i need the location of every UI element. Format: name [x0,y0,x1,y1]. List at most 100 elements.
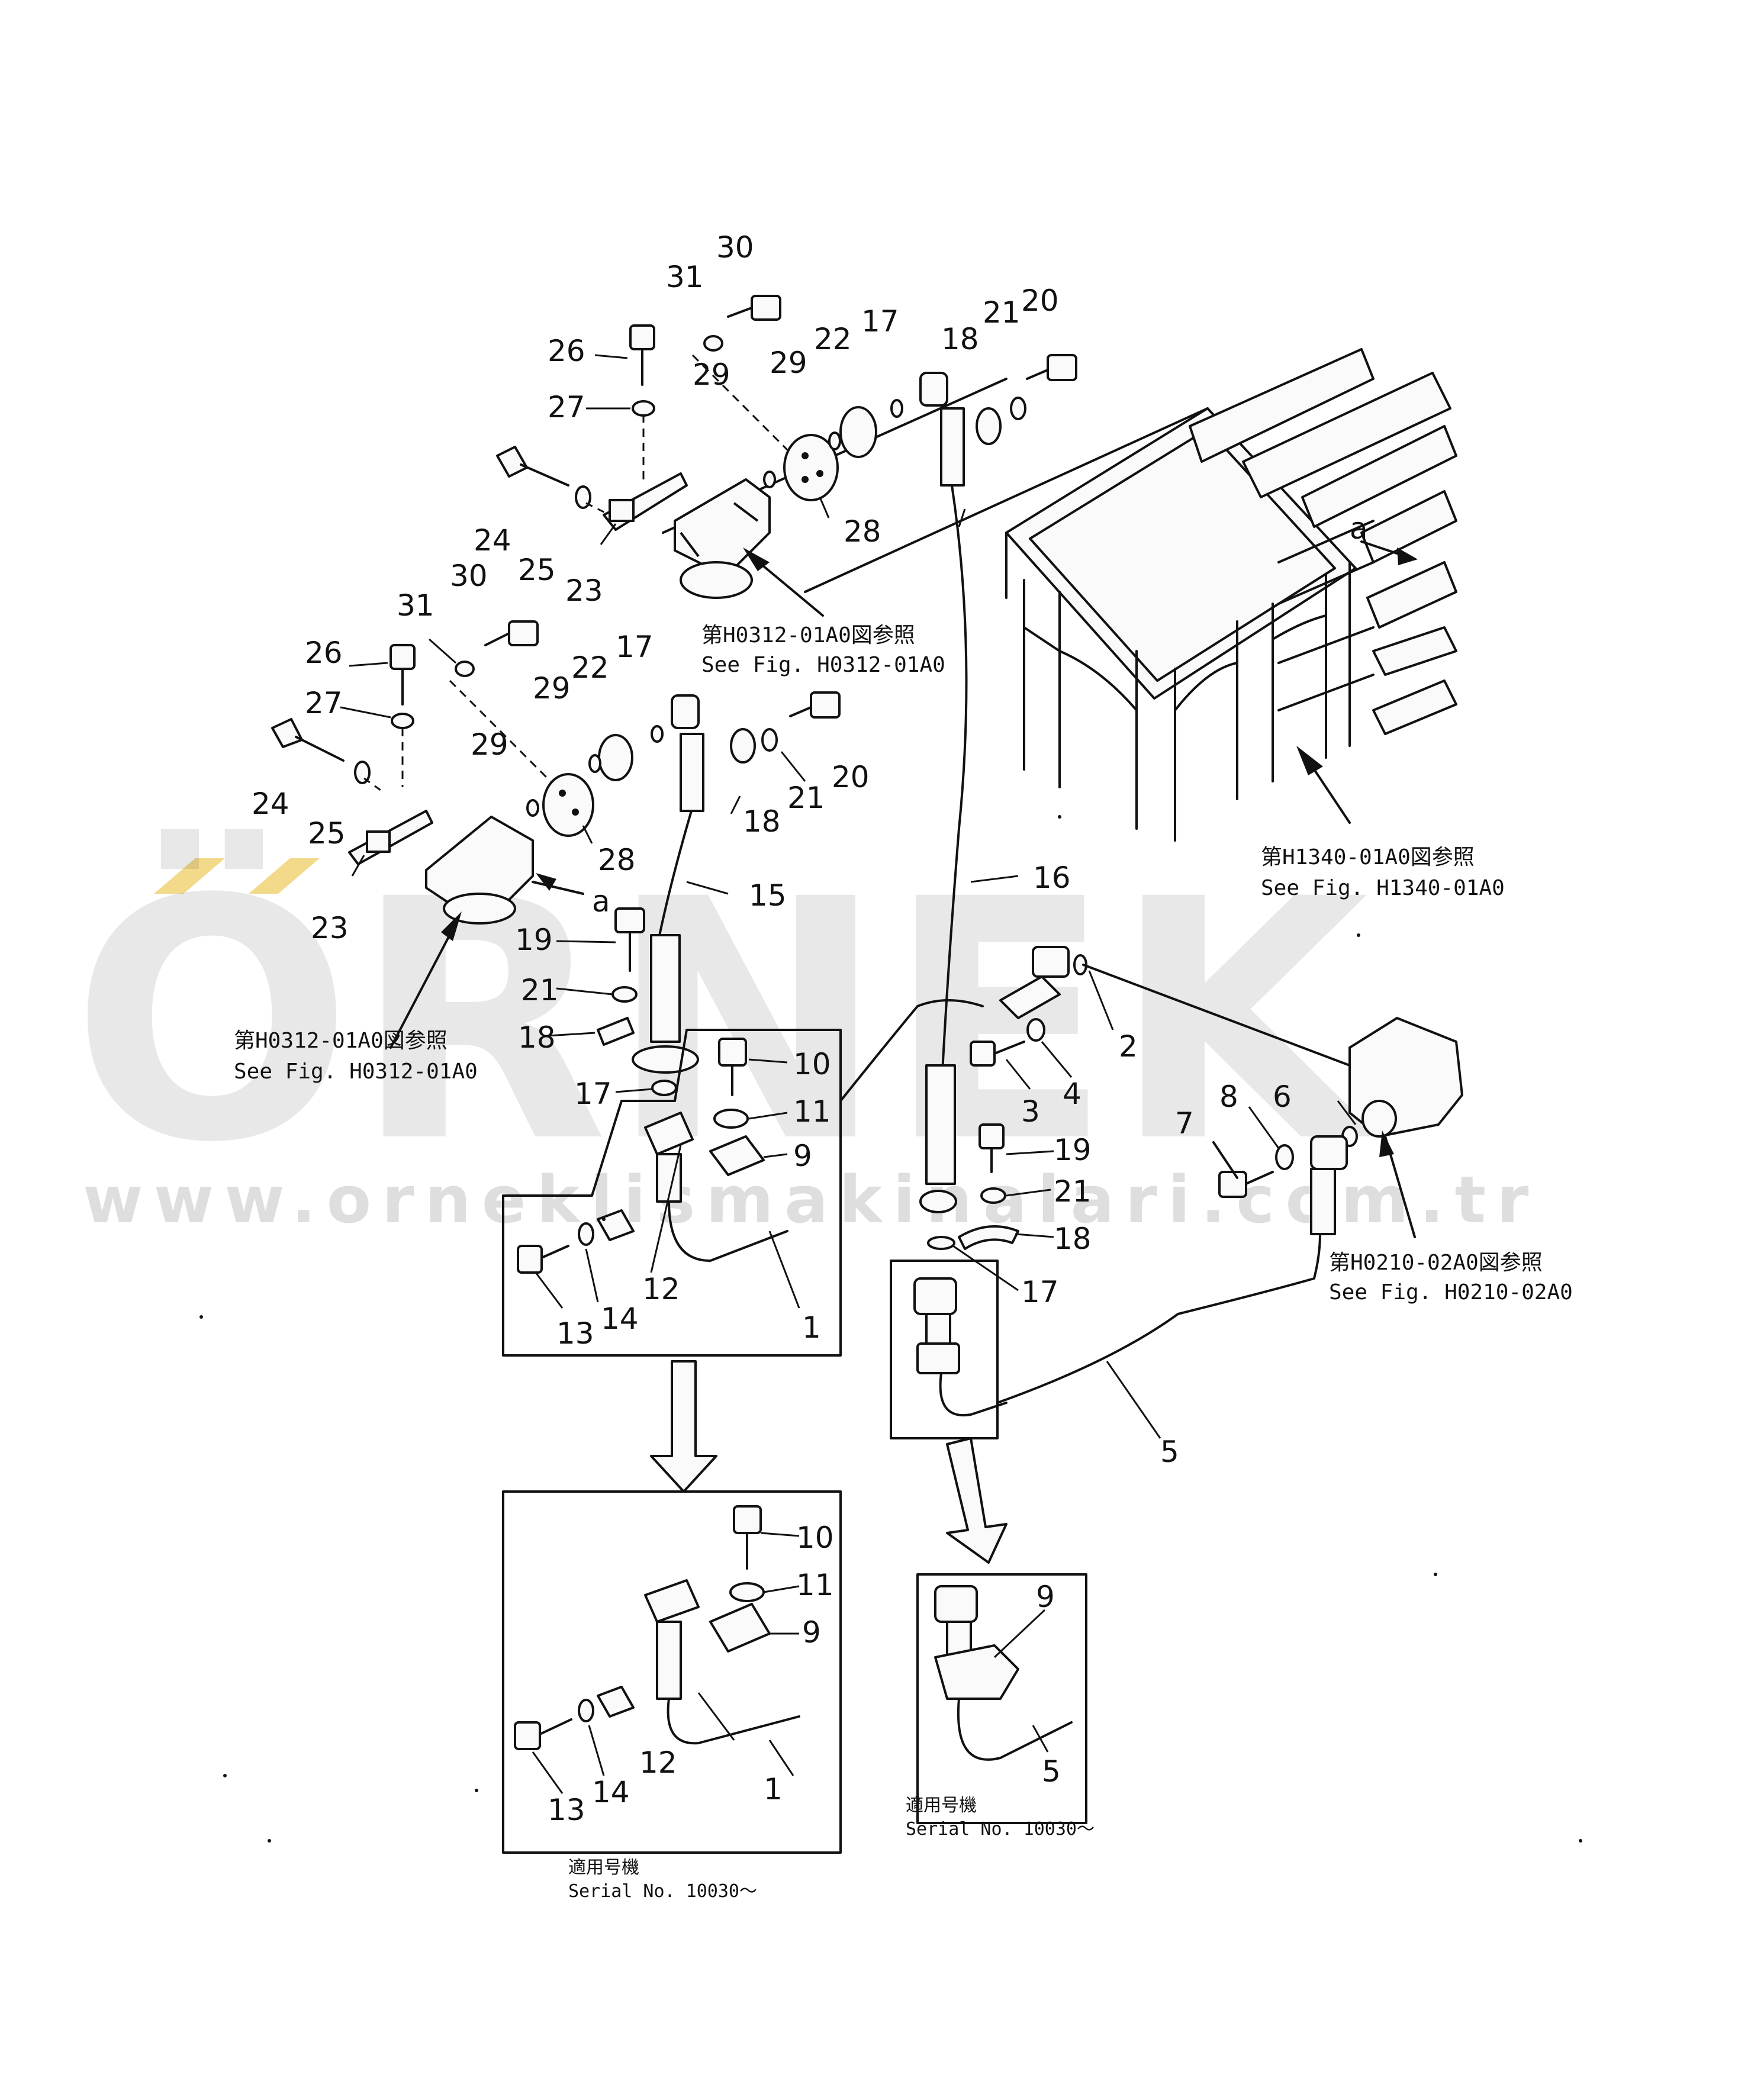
part-number: 26 [305,636,343,670]
part-number: 5 [1042,1754,1061,1789]
part-number: 19 [515,923,553,957]
part-number: 2 [1119,1029,1138,1064]
part-number: 9 [802,1615,821,1650]
part-number: 14 [592,1775,630,1809]
middle-plate [598,734,633,781]
part-number: 3 [1021,1094,1040,1129]
part-number: 27 [548,390,585,424]
ref-h1340-jp: 第H1340-01A0図参照 [1261,845,1475,869]
bottom-right-box [916,1573,1087,1824]
part-number: 12 [642,1272,680,1306]
watermark-accent-right [249,858,320,894]
part-number: 17 [616,630,654,664]
part-number: 29 [770,346,807,380]
part-number: 17 [1021,1275,1059,1309]
hose-5 [996,1233,1321,1404]
ref-h0312-upper-jp: 第H0312-01A0図参照 [701,623,915,648]
machine-frame: a [662,348,1457,842]
part-number: 11 [796,1568,834,1602]
part-number: 17 [574,1077,612,1111]
arrows-down [650,1360,1008,1564]
part-number: 8 [1219,1080,1238,1114]
part-number: 13 [548,1793,585,1827]
part-number: 13 [556,1316,594,1351]
view-marker-left: a [592,884,610,919]
part-number: 22 [571,650,609,685]
part-number: 25 [518,553,556,587]
part-number: 25 [308,816,346,851]
middle-bolt-26 [390,644,416,670]
view-marker-right: a [1350,511,1368,546]
upper-plate [839,406,877,458]
middle-bolt-24 [271,718,303,748]
part-number: 6 [1273,1080,1292,1114]
upper-bolt-20 [1047,354,1077,381]
part-number: 16 [1033,861,1071,895]
serial-left-jp: 適用号機 [568,1857,639,1878]
part-number: 27 [305,686,343,720]
part-number: 10 [793,1047,831,1081]
serial-right-jp: 適用号機 [906,1795,977,1816]
part-number: 21 [1054,1174,1092,1209]
part-number: 11 [793,1094,831,1129]
ref-h0312-lower-jp: 第H0312-01A0図参照 [234,1029,448,1053]
lower-right-box [890,1233,1321,1439]
part-number: 31 [397,588,434,623]
part-number: 9 [1036,1580,1055,1614]
part-number: 28 [844,514,881,549]
upper-bolt-26 [629,324,655,350]
part-number: 10 [796,1521,834,1555]
part-number: 12 [639,1745,677,1780]
ref-h1340-en: See Fig. H1340-01A0 [1261,876,1505,900]
ref-h0312-lower-en: See Fig. H0312-01A0 [234,1059,478,1084]
part-number: 29 [533,671,571,706]
watermark-accent-left [154,858,225,894]
part-number: 21 [983,295,1021,330]
middle-clamp [730,728,756,764]
part-number: 18 [518,1020,556,1055]
part-number: 1 [802,1310,821,1345]
part-number: 18 [941,322,979,356]
serial-right-en: Serial No. 10030～ [906,1819,1095,1840]
part-number: 26 [548,334,585,368]
watermark-url: www.orneklismakinalari.com.tr [83,1162,1539,1238]
middle-bolt-30 [508,620,539,646]
part-number: 18 [743,804,781,839]
part-number: 24 [252,787,289,821]
part-number: 29 [471,727,508,762]
part-number: 4 [1063,1077,1082,1111]
reference-labels: 第H0312-01A0図参照 See Fig. H0312-01A0 第H031… [234,623,1573,1902]
part-number: 1 [764,1772,783,1806]
middle-valve-body [425,816,534,913]
upper-bolt-24 [496,446,528,478]
scan-dots [199,815,1582,1843]
part-number: 28 [598,843,636,877]
upper-valve-assembly [496,295,1077,617]
part-number: 31 [666,260,704,294]
part-number: 23 [565,574,603,608]
ref-h0312-upper-en: See Fig. H0312-01A0 [701,653,945,677]
part-number: 22 [814,322,852,356]
part-number: 30 [450,559,488,593]
part-number: 29 [693,357,730,392]
middle-rotor [542,773,594,837]
arrow-down-right [946,1437,1008,1564]
part-number: 23 [311,911,349,945]
part-number: 15 [749,878,787,913]
bottom-left-box [502,1490,842,1854]
hoses [656,484,1019,1096]
upper-valve-body [674,478,771,569]
ref-h0210-en: See Fig. H0210-02A0 [1329,1280,1573,1305]
middle-bolt-20 [810,691,841,719]
part-number: 20 [1021,284,1059,318]
part-numbers: 30 31 26 27 24 25 23 29 22 17 28 18 21 2… [252,230,1292,1827]
lower-right-fittings [919,946,1463,1250]
serial-left-en: Serial No. 10030～ [568,1881,757,1902]
leader-lines [340,354,1357,1794]
part-number: 21 [521,973,559,1007]
part-number: 19 [1054,1133,1092,1167]
upper-hose-fitting [919,372,948,407]
middle-hose-fitting [671,694,700,729]
part-number: 20 [832,760,870,794]
